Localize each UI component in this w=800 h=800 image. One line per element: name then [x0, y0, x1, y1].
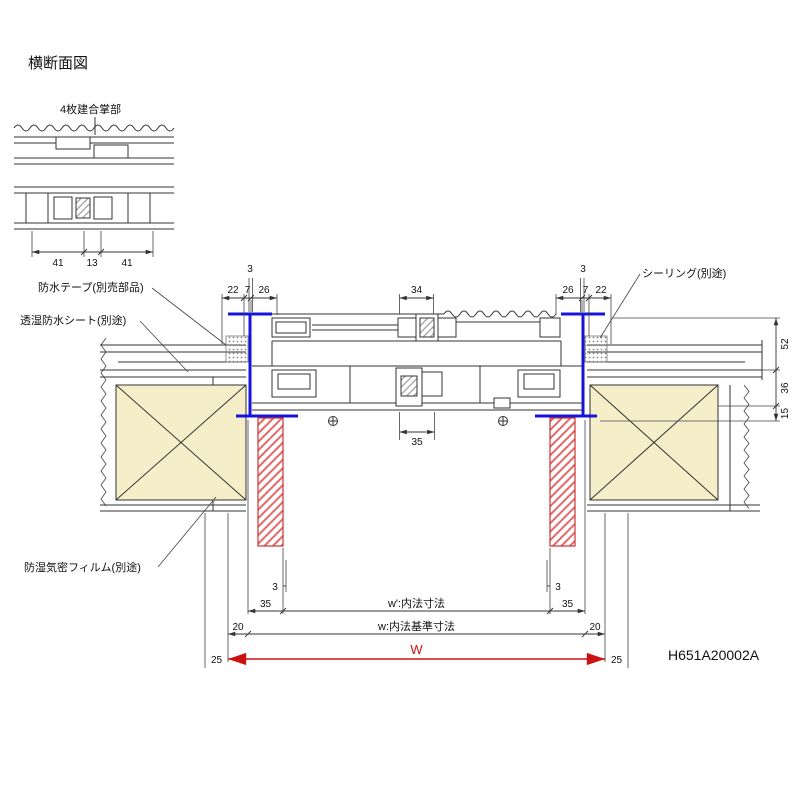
- dim-35-bottom-left-label: 35: [260, 599, 272, 610]
- dim-22-right-label: 22: [595, 285, 607, 296]
- dim-41-right-label: 41: [121, 258, 133, 269]
- window-frame-blue: [228, 312, 605, 418]
- right-wall-structure: [587, 340, 763, 512]
- dim-25-right-label: 25: [611, 655, 623, 666]
- waterproof-tape-pad-left: [225, 335, 249, 363]
- dim-35-bottom-right-label: 35: [562, 599, 574, 610]
- base-dimension-label: w:内法基準寸法: [377, 619, 455, 633]
- width-w-label: W: [410, 642, 423, 657]
- dim-41-left-label: 41: [52, 258, 64, 269]
- dimension-annotations-top: 3 3 22 7 26 34 26 7 22: [221, 264, 612, 344]
- dim-26-left-label: 26: [258, 285, 270, 296]
- dim-3-top-right-label: 3: [580, 264, 586, 275]
- dim-15-label: 15: [780, 408, 791, 420]
- callout-moisture-sheet: 透湿防水シート(別途): [20, 313, 126, 327]
- dim-26-right-label: 26: [562, 285, 574, 296]
- sash-assembly: [252, 310, 582, 426]
- inner-dimension-label: w':内法寸法: [387, 596, 445, 610]
- page-title: 横断面図: [28, 55, 88, 72]
- detail-top-strip: [13, 117, 175, 165]
- drawing-number: H651A20002A: [668, 647, 760, 663]
- dimension-annotations-right: 52 36 15: [600, 317, 791, 422]
- callout-labels: 防水テープ(別売部品) 透湿防水シート(別途) シーリング(別途) 防湿気密フィ…: [20, 266, 726, 574]
- callout-moisture-film: 防湿気密フィルム(別途): [24, 560, 141, 574]
- callout-waterproof-tape: 防水テープ(別売部品): [38, 280, 144, 294]
- dim-3-top-left-label: 3: [247, 264, 253, 275]
- dim-22-left-label: 22: [227, 285, 239, 296]
- dim-25-left-label: 25: [211, 655, 223, 666]
- dimension-annotations-bottom: 3 3 35 w':内法寸法 35 20 w:内法基準寸法 20 W 25 25: [204, 420, 629, 668]
- dim-34-label: 34: [411, 285, 423, 296]
- dim-52-label: 52: [780, 338, 791, 350]
- dim-3-bottom-right-label: 3: [555, 582, 561, 593]
- dim-20-left-label: 20: [232, 622, 244, 633]
- dim-7-left-label: 7: [245, 285, 251, 296]
- dim-20-right-label: 20: [589, 622, 601, 633]
- callout-sealing: シーリング(別途): [642, 266, 726, 280]
- waterproof-tape-pad-right: [584, 335, 608, 363]
- dim-13-label: 13: [86, 258, 98, 269]
- anchor-plates-red: [257, 417, 576, 547]
- dim-7-right-label: 7: [583, 285, 589, 296]
- dim-35-mid-label: 35: [411, 437, 423, 448]
- left-wall-structure: [100, 337, 247, 512]
- detail-dimension-41-13-41: 41 13 41: [31, 231, 154, 269]
- dim-3-bottom-left-label: 3: [272, 582, 278, 593]
- dim-36-label: 36: [780, 382, 791, 394]
- detail-label: 4枚建合掌部: [60, 102, 121, 116]
- detail-bottom-strip: [14, 186, 174, 230]
- dimension-mid-35: 35: [399, 412, 435, 448]
